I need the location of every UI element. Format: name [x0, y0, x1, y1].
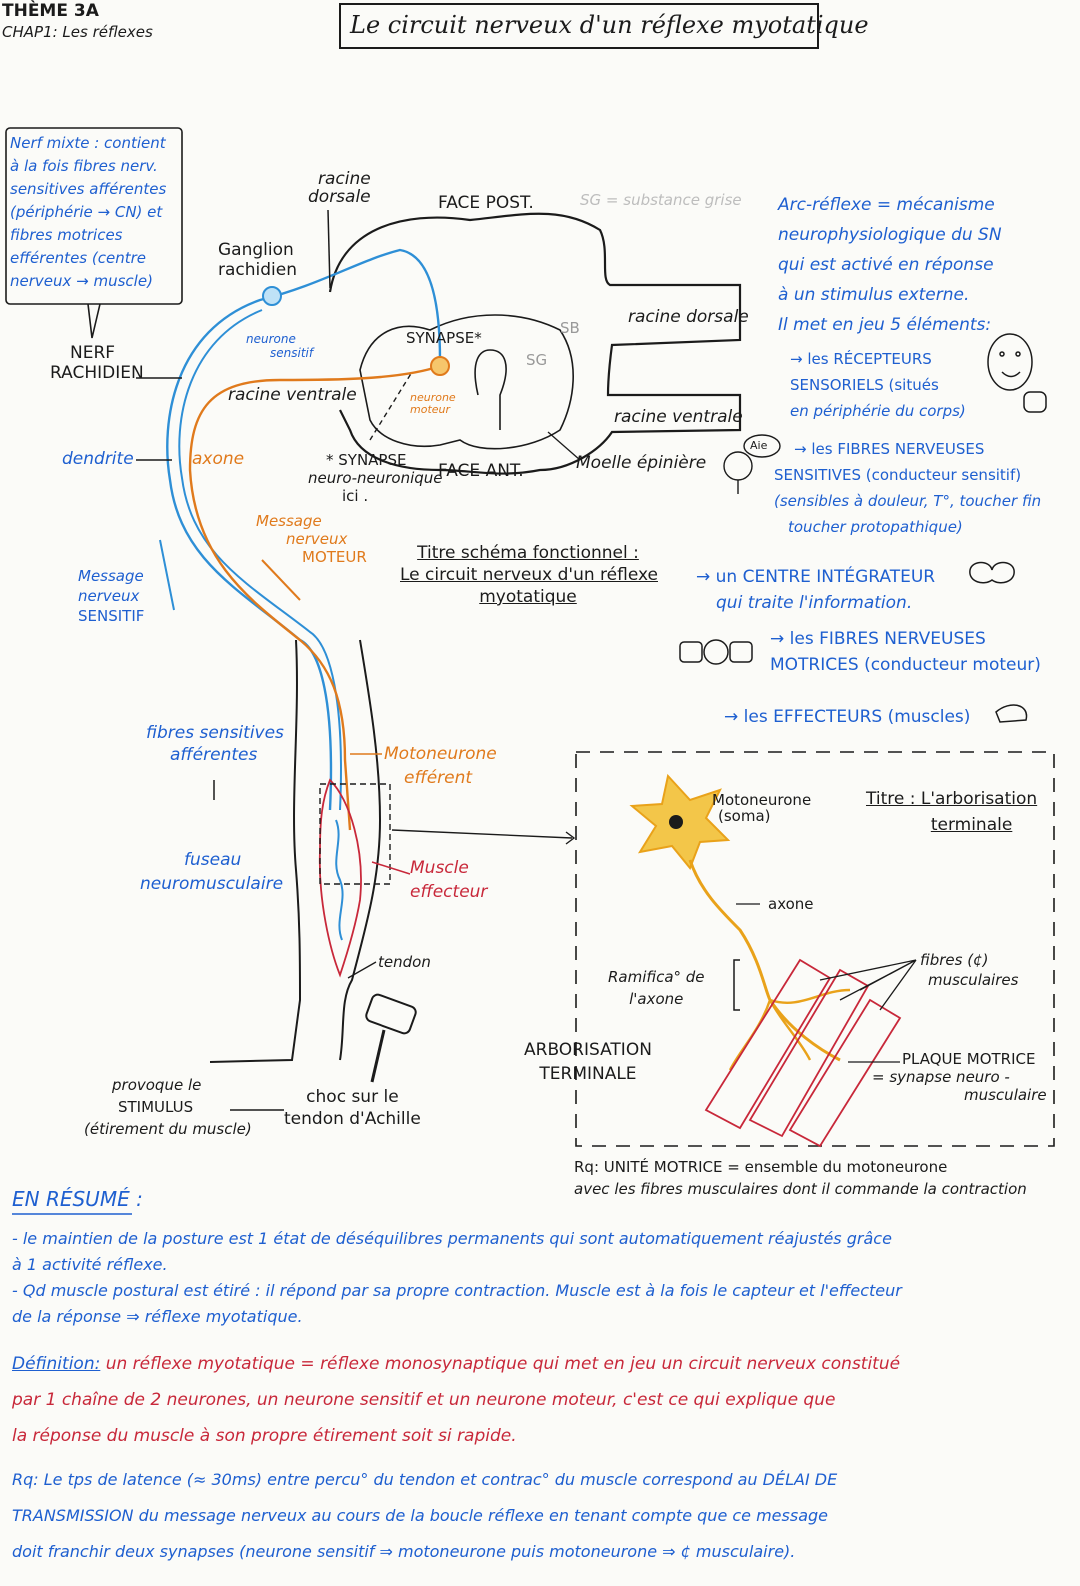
zoom-arrow [391, 829, 573, 839]
tendon-label: tendon [378, 953, 431, 971]
motor-neuron-path [188, 364, 441, 831]
synapse-nm-label: neuro-neuronique [308, 469, 443, 487]
plaque-motrice-label: PLAQUE MOTRICE= synapse neuro -musculair… [872, 1050, 1047, 1104]
aie-label: Aie [750, 439, 768, 452]
grey-matter [359, 314, 574, 450]
motoneurone-soma-label: Motoneurone(soma) [712, 791, 812, 825]
schema-title: Titre schéma fonctionnel :Le circuit ner… [400, 543, 658, 607]
motor-soma [430, 356, 450, 376]
resume-heading: EN RÉSUMÉ : [12, 1187, 143, 1211]
muscle-shape [318, 778, 362, 978]
racine-ventrale-right-label: racine ventrale [614, 407, 743, 427]
moelle-label: Moelle épinière [576, 453, 707, 473]
leg-outline [209, 639, 302, 1063]
leg-outline-2 [339, 639, 382, 1061]
racine-dorsale-right-label: racine dorsale [628, 307, 749, 327]
sensory-neuron-path-2 [178, 309, 342, 811]
arborisation-frame [575, 751, 1055, 1147]
sg-label: SG [526, 351, 548, 369]
brain-doodle [969, 561, 1015, 584]
muscle-fibers [704, 958, 902, 1148]
dendrite-label: dendrite [62, 449, 134, 469]
face-post-label: FACE POST. [438, 193, 534, 213]
zoom-frame [319, 783, 391, 885]
definition-block: Définition: un réflexe myotatique = réfl… [12, 1354, 901, 1446]
synapse-bottom-label: * SYNAPSE [326, 451, 407, 469]
resume-lines: - le maintien de la posture est 1 état d… [12, 1229, 902, 1326]
face-doodle [987, 333, 1047, 413]
central-canal [474, 349, 507, 430]
ganglion-soma [262, 286, 282, 306]
fibres-musculaires-label: fibres (¢)musculaires [920, 951, 1019, 989]
axone-label: axone [192, 449, 245, 469]
hammer-drawing [365, 993, 417, 1083]
sg-note: SG = substance grise [580, 191, 742, 209]
title-box [339, 3, 819, 49]
chapter-label: CHAP1: Les réflexes [2, 23, 153, 41]
axone-arbo-label: axone [768, 895, 814, 913]
sb-label: SB [560, 319, 580, 337]
rq-block: Rq: Le tps de latence (≈ 30ms) entre per… [12, 1470, 838, 1561]
racine-ventrale-left-label: racine ventrale [228, 385, 357, 405]
aie-doodle [723, 434, 781, 494]
nerf-mixte-pointer [87, 303, 101, 339]
theme-label: THÈME 3A [2, 1, 99, 21]
nerf-mixte-box [5, 127, 183, 305]
spindle [335, 819, 344, 941]
terminal-axon [688, 859, 841, 1062]
ici-label: ici . [342, 487, 369, 505]
face-ant-label: FACE ANT. [438, 461, 524, 481]
effecteurs-item: → les EFFECTEURS (muscles) [724, 707, 971, 727]
page-title: Le circuit nerveux d'un réflexe myotatiq… [350, 11, 869, 39]
synapse-top-label: SYNAPSE* [406, 329, 482, 347]
muscle-doodle [679, 639, 753, 665]
unite-motrice-note: Rq: UNITÉ MOTRICE = ensemble du motoneur… [574, 1158, 1027, 1198]
spinal-cord-outline [328, 212, 742, 475]
arm-doodle [995, 704, 1028, 723]
